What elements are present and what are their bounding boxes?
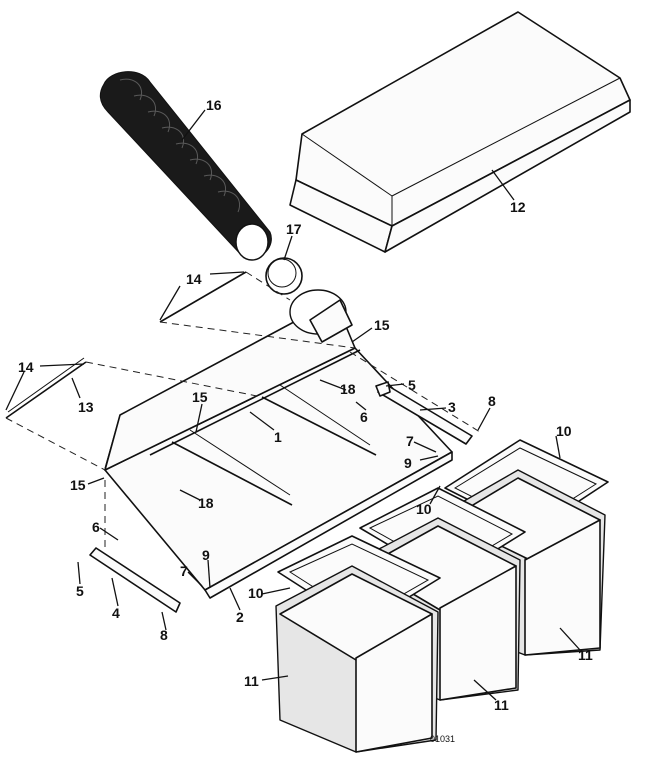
callout-1: 1 — [274, 429, 282, 445]
hose-part — [99, 71, 272, 261]
callout-labels: 16 17 12 14 14 13 15 15 15 18 18 5 5 6 6… — [18, 97, 593, 713]
callout-6: 6 — [360, 409, 368, 425]
cover-part — [289, 11, 631, 253]
rod-part-14-upper — [159, 271, 247, 323]
basket-3 — [275, 565, 439, 753]
callout-10: 10 — [248, 585, 264, 601]
callout-5: 5 — [76, 583, 84, 599]
callout-17: 17 — [286, 221, 302, 237]
callout-4: 4 — [112, 605, 120, 621]
callout-12: 12 — [510, 199, 526, 215]
callout-9: 9 — [404, 455, 412, 471]
callout-5: 5 — [408, 377, 416, 393]
callout-11: 11 — [494, 697, 509, 713]
rod-part-13 — [5, 357, 87, 419]
rail-part-4 — [89, 547, 181, 613]
ring-part — [265, 257, 303, 295]
callout-7: 7 — [406, 433, 414, 449]
callout-16: 16 — [206, 97, 222, 113]
callout-8: 8 — [160, 627, 168, 643]
callout-18: 18 — [340, 381, 356, 397]
callout-10: 10 — [416, 501, 432, 517]
leader-lines — [5, 109, 581, 701]
callout-2: 2 — [236, 609, 244, 625]
callout-15: 15 — [70, 477, 86, 493]
callout-14: 14 — [186, 271, 202, 287]
callout-9: 9 — [202, 547, 210, 563]
callout-13: 13 — [78, 399, 94, 415]
frame-assembly — [104, 289, 453, 599]
callout-11: 11 — [578, 647, 593, 663]
callout-18: 18 — [198, 495, 214, 511]
callout-7: 7 — [180, 563, 188, 579]
callout-6: 6 — [92, 519, 100, 535]
callout-10: 10 — [556, 423, 572, 439]
figure-id: 01031 — [430, 734, 455, 744]
callout-15: 15 — [374, 317, 390, 333]
alignment-lines — [5, 271, 481, 548]
callout-11: 11 — [244, 673, 259, 689]
callout-8: 8 — [488, 393, 496, 409]
callout-15: 15 — [192, 389, 208, 405]
callout-14: 14 — [18, 359, 34, 375]
callout-3: 3 — [448, 399, 456, 415]
